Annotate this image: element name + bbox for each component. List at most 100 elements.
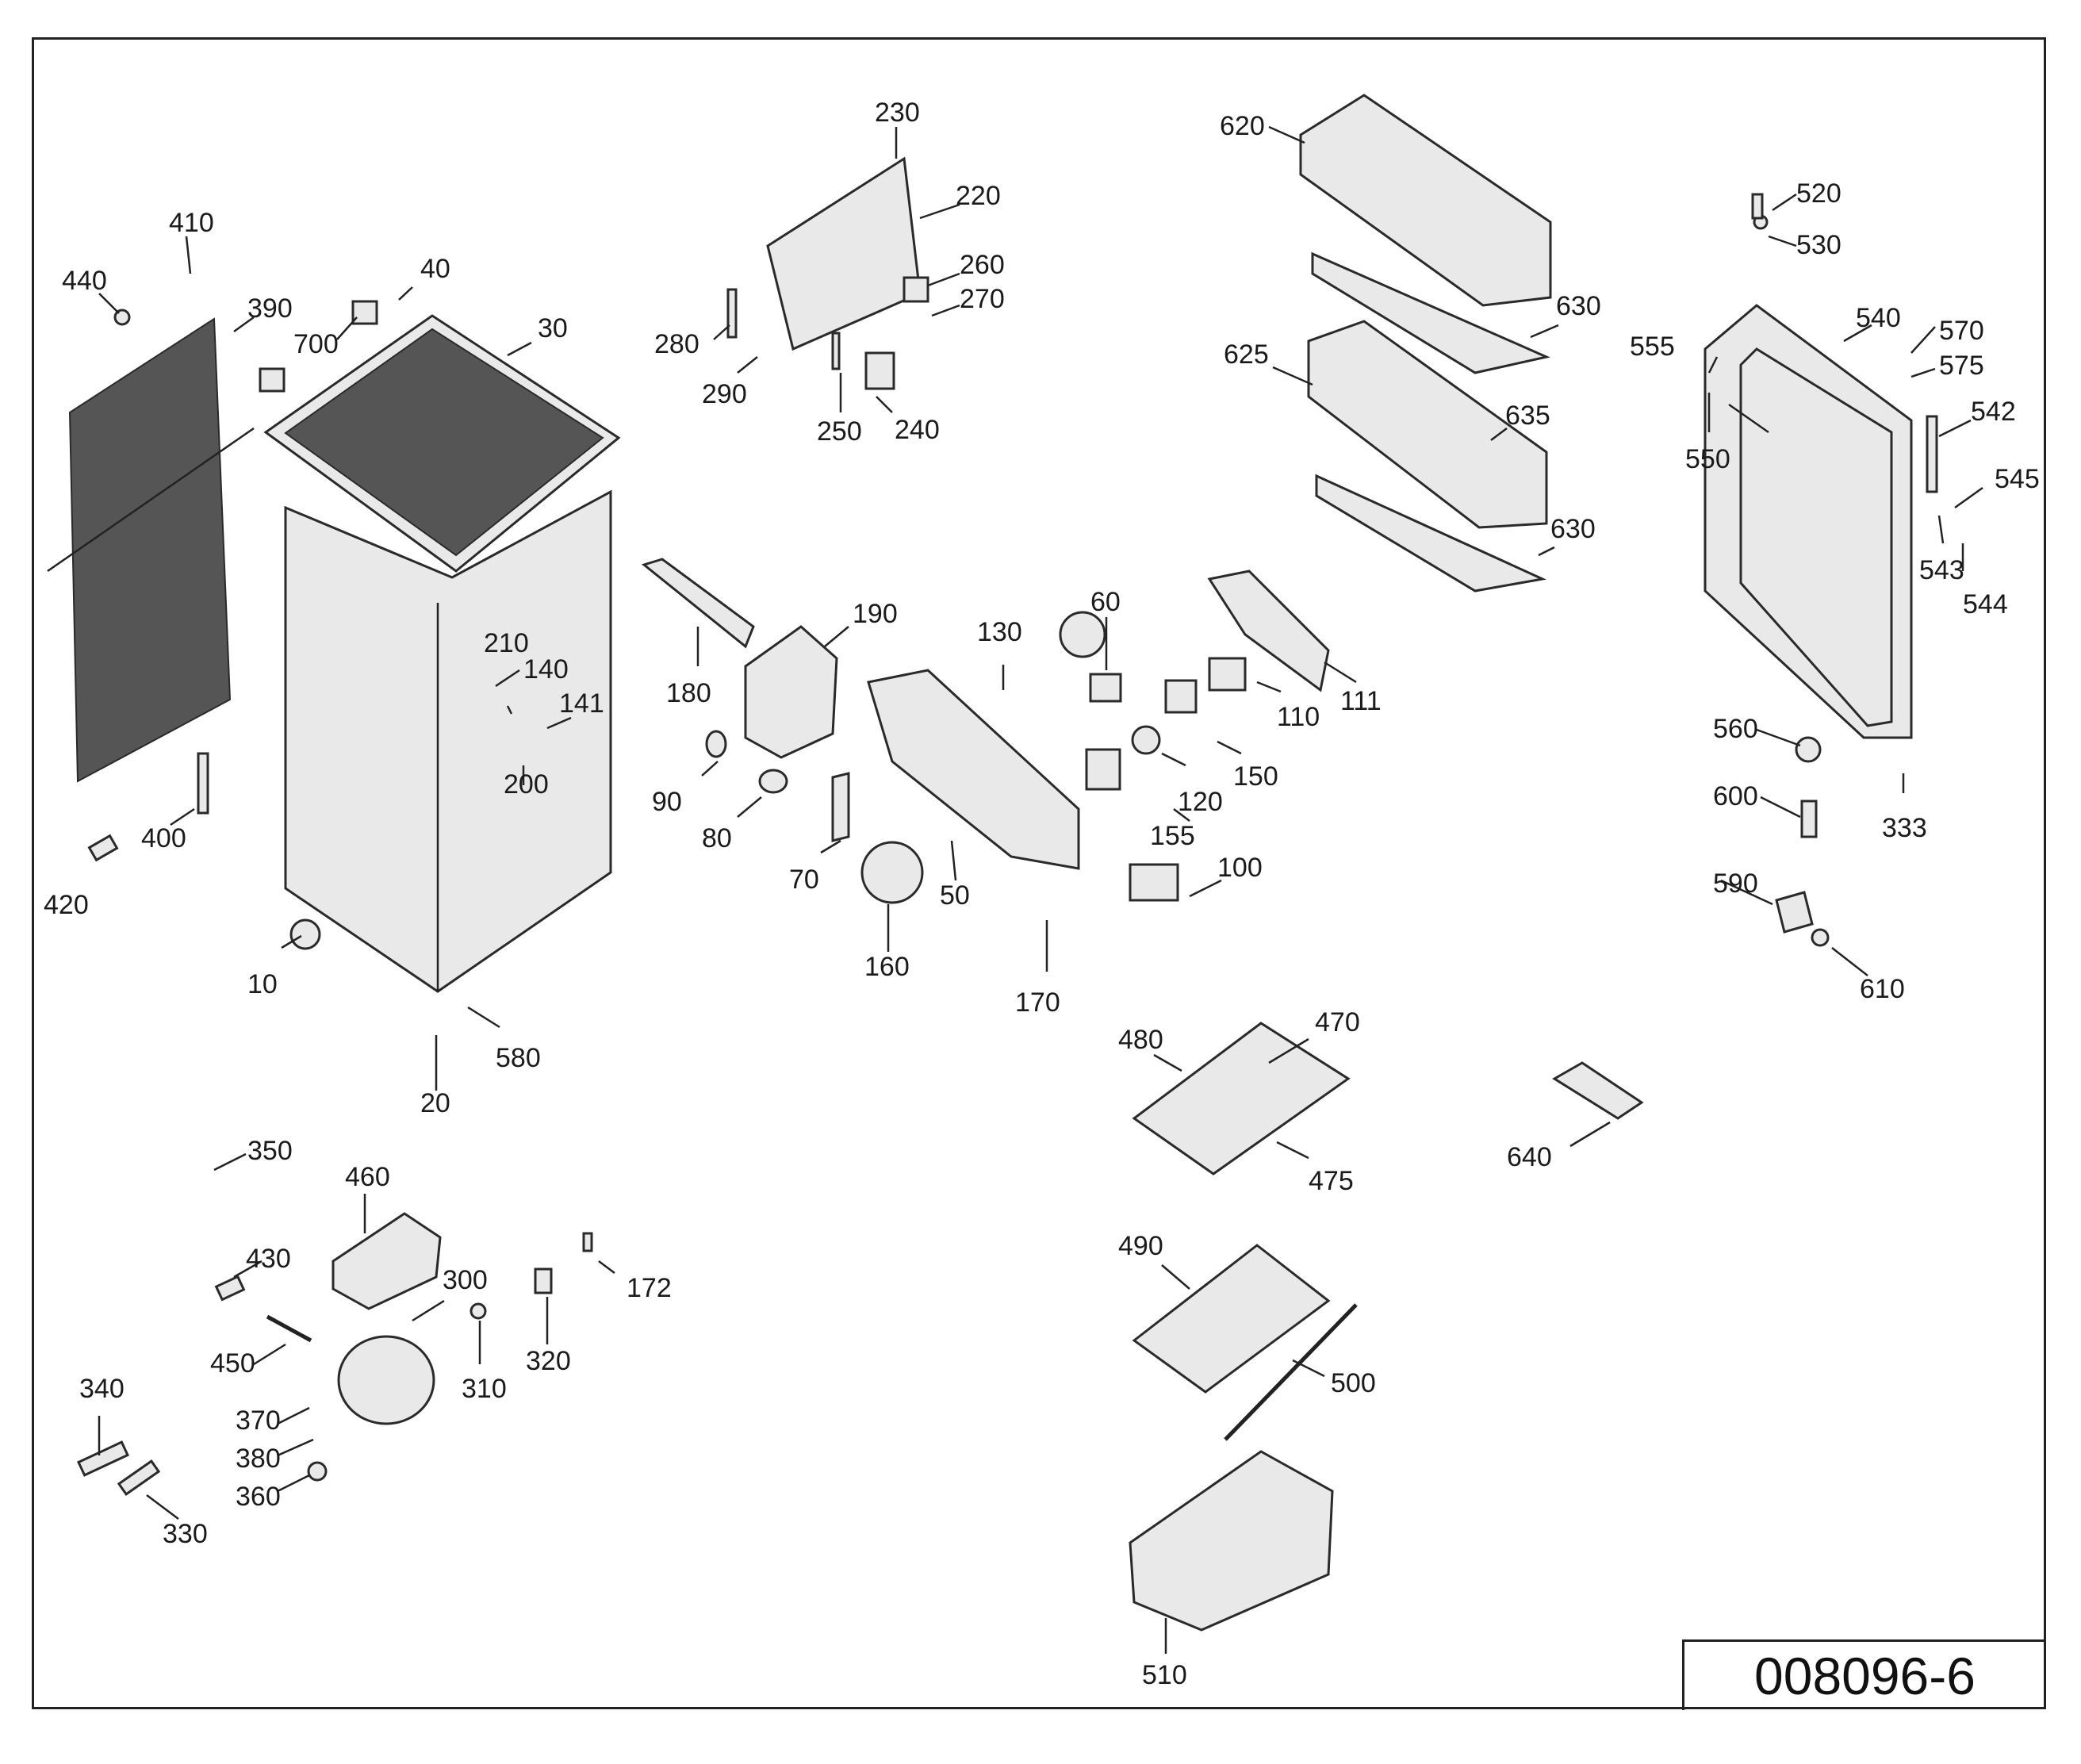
callout-570: 570 <box>1939 316 1984 346</box>
callout-490: 490 <box>1118 1231 1163 1261</box>
part-155 <box>1085 748 1121 791</box>
callout-380: 380 <box>236 1444 281 1474</box>
part-320 <box>534 1267 553 1294</box>
part-80-socket <box>758 769 788 794</box>
part-60-ring <box>1059 611 1106 658</box>
callout-520: 520 <box>1796 178 1841 209</box>
part-400 <box>197 752 209 815</box>
part-360 <box>307 1461 328 1482</box>
callout-630: 630 <box>1556 291 1601 321</box>
callout-500: 500 <box>1331 1368 1376 1398</box>
callout-590: 590 <box>1713 869 1758 899</box>
compressor <box>337 1335 435 1425</box>
callout-180: 180 <box>666 678 711 708</box>
cabinet-body <box>284 489 612 993</box>
callout-610: 610 <box>1860 974 1905 1004</box>
callout-220: 220 <box>956 181 1001 211</box>
callout-410: 410 <box>169 208 214 238</box>
callout-60: 60 <box>1090 587 1121 617</box>
callout-70: 70 <box>789 865 819 895</box>
callout-543: 543 <box>1919 555 1964 585</box>
foot <box>289 918 321 950</box>
callout-560: 560 <box>1713 714 1758 744</box>
callout-400: 400 <box>141 823 186 853</box>
callout-320: 320 <box>526 1346 571 1376</box>
callout-130: 130 <box>977 617 1022 647</box>
callout-360: 360 <box>236 1482 281 1512</box>
callout-440: 440 <box>62 266 107 296</box>
callout-280: 280 <box>654 329 699 359</box>
callout-340: 340 <box>79 1374 125 1404</box>
part-160-disc <box>860 841 924 904</box>
callout-330: 330 <box>163 1519 208 1549</box>
part-420 <box>87 834 119 862</box>
callout-250: 250 <box>817 416 862 447</box>
callout-20: 20 <box>420 1088 450 1118</box>
callout-555: 555 <box>1630 332 1675 362</box>
diagram-frame <box>32 37 2046 1709</box>
part-600-pin <box>1800 800 1818 838</box>
callout-420: 420 <box>44 890 89 920</box>
part-150 <box>1164 679 1198 714</box>
callout-620: 620 <box>1220 111 1265 141</box>
compressor-bracket <box>332 1212 442 1310</box>
part-260 <box>903 276 929 303</box>
callout-475: 475 <box>1309 1166 1354 1196</box>
callout-50: 50 <box>940 880 970 911</box>
callout-111: 111 <box>1340 686 1382 716</box>
part-700-b <box>259 367 286 393</box>
callout-630-b: 630 <box>1550 514 1596 544</box>
part-172 <box>582 1232 593 1252</box>
part-280 <box>726 288 738 339</box>
callout-150: 150 <box>1233 761 1278 792</box>
callout-575: 575 <box>1939 351 1984 381</box>
callout-200: 200 <box>504 769 549 800</box>
callout-100: 100 <box>1217 853 1263 883</box>
freezer-door <box>766 156 922 351</box>
callout-540: 540 <box>1856 303 1901 333</box>
callout-160: 160 <box>864 952 910 982</box>
part-240 <box>864 351 895 390</box>
callout-290: 290 <box>702 379 747 409</box>
part-700-a <box>351 300 378 325</box>
egg-tray <box>1552 1061 1644 1120</box>
callout-170: 170 <box>1015 987 1060 1018</box>
part-70-gasket <box>831 772 850 842</box>
part-542-bracket <box>1926 415 1938 493</box>
part-120-knob <box>1131 725 1161 755</box>
callout-480: 480 <box>1118 1025 1163 1055</box>
callout-labels: 10 20 30 40 50 60 70 80 90 100 110 111 1… <box>44 98 2040 1690</box>
callout-530: 530 <box>1796 230 1841 260</box>
glass-shelf-470 <box>1132 1022 1351 1175</box>
callout-580: 580 <box>496 1043 541 1073</box>
callout-140: 140 <box>523 654 569 685</box>
callout-172: 172 <box>627 1273 672 1303</box>
leader-lines <box>98 125 1983 1654</box>
callout-270: 270 <box>960 284 1005 314</box>
part-430 <box>214 1275 246 1302</box>
part-250 <box>831 332 841 370</box>
callout-600: 600 <box>1713 781 1758 811</box>
part-560-ring <box>1795 736 1822 763</box>
part-520-bolt <box>1751 193 1764 220</box>
callout-260: 260 <box>960 250 1005 280</box>
callout-545: 545 <box>1995 464 2040 494</box>
callout-110: 110 <box>1277 702 1320 732</box>
callout-155: 155 <box>1150 821 1195 851</box>
callout-350: 350 <box>247 1136 293 1166</box>
crisper-drawer <box>1129 1450 1334 1632</box>
part-590-hinge <box>1775 891 1814 934</box>
fridge-door-gasket <box>1739 347 1893 727</box>
callout-390: 390 <box>247 293 293 324</box>
callout-10: 10 <box>247 969 278 999</box>
shelf-insert-630-bottom <box>1315 474 1547 592</box>
callout-550: 550 <box>1685 444 1730 474</box>
callout-230: 230 <box>875 98 920 128</box>
callout-141: 141 <box>559 688 604 719</box>
callout-210: 210 <box>484 628 529 658</box>
light-rail <box>641 558 755 649</box>
callout-510: 510 <box>1142 1660 1187 1690</box>
callout-80: 80 <box>702 823 732 853</box>
condenser-coil <box>68 317 232 783</box>
